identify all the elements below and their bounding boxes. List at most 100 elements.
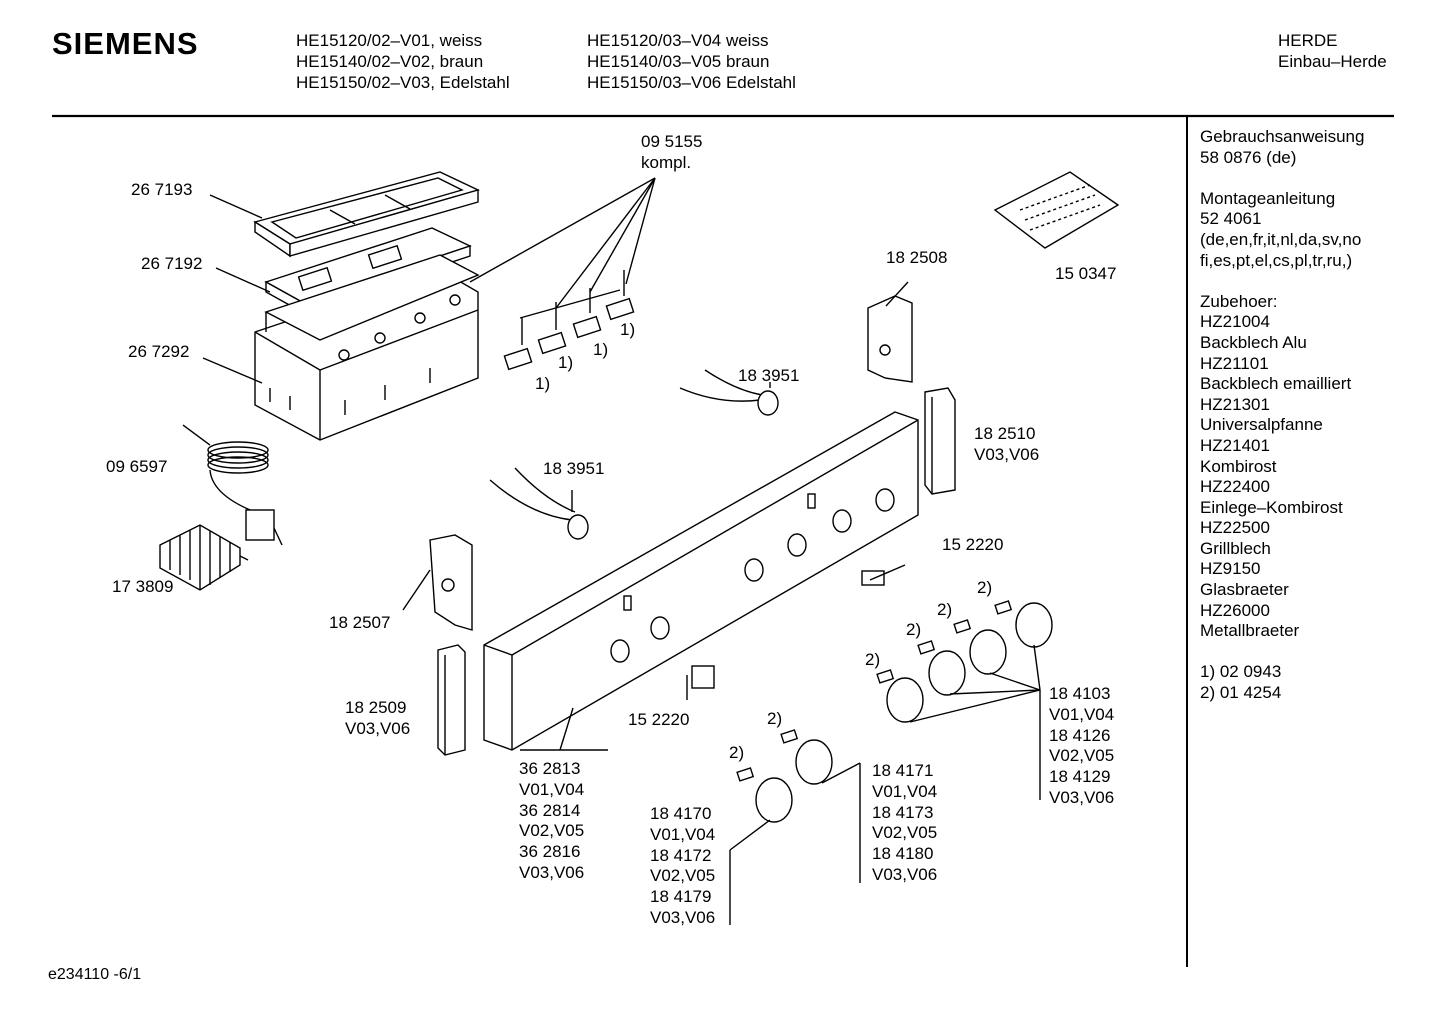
model-line: HE15140/03–V05 braun (587, 51, 770, 71)
label-182509: 18 2509 V03,V06 (345, 698, 410, 740)
model-list-right: HE15120/03–V04 weiss HE15140/03–V05 brau… (587, 31, 796, 93)
label-line: V02,V05 (1049, 746, 1115, 766)
label-line: 18 4180 (872, 844, 934, 864)
sidebar-line: HZ22500 (1200, 518, 1270, 538)
footnote-2: 2) (729, 743, 745, 762)
screw-bag-150347 (993, 171, 1120, 249)
sidebar-line: HZ21301 (1200, 394, 1270, 414)
label-line: 18 4103 (1049, 684, 1111, 703)
bracket-182508 (867, 281, 913, 383)
label-line: 09 5155 (641, 132, 703, 151)
sidebar-line: HZ21101 (1200, 353, 1269, 373)
label-267193: 26 7193 (131, 180, 193, 199)
sidebar-line: 1) 02 0943 (1200, 662, 1282, 682)
label-184171: 18 4171 V01,V04 18 4173 V02,V05 18 4180 … (872, 761, 937, 886)
footnote-2: 2) (906, 620, 922, 639)
knob-group-184170 (729, 767, 793, 925)
pilot-switches (503, 270, 635, 371)
siemens-logo: SIEMENS (52, 26, 199, 61)
model-line: HE15150/02–V03, Edelstahl (296, 72, 510, 92)
label-line: V01,V04 (650, 824, 716, 844)
knob-group-184103 (876, 600, 1053, 800)
label-183951-upper: 18 3951 (738, 366, 800, 385)
label-150347: 15 0347 (1055, 264, 1117, 283)
sidebar-line: Gebrauchsanweisung (1200, 127, 1365, 146)
label-line: 18 4172 (650, 845, 712, 865)
label-line: 18 4179 (650, 887, 712, 907)
footnote-2: 2) (865, 650, 881, 669)
label-line: kompl. (641, 152, 692, 172)
label-line: V02,V05 (519, 821, 585, 841)
label-line: V03,V06 (519, 862, 585, 882)
drawing-code: e234110 -6/1 (48, 966, 142, 983)
sidebar-line: Grillblech (1200, 538, 1271, 558)
sidebar-line: HZ9150 (1200, 559, 1261, 579)
label-line: 36 2813 (519, 759, 581, 778)
sidebar-spacer (1200, 642, 1364, 663)
label-line: 36 2814 (519, 800, 581, 820)
sidebar-line: 52 4061 (1200, 209, 1262, 229)
label-184103: 18 4103 V01,V04 18 4126 V02,V05 18 4129 … (1049, 684, 1114, 809)
lamp-183951-upper (679, 369, 779, 416)
label-362813: 36 2813 V01,V04 36 2814 V02,V05 36 2816 … (519, 759, 584, 884)
frame-part-267193 (253, 171, 480, 258)
label-line: V02,V05 (650, 866, 716, 886)
sidebar-line: Kombirost (1200, 456, 1277, 476)
sidebar-line: Einlege–Kombirost (1200, 497, 1343, 517)
lamp-183951-lower (489, 467, 589, 540)
sidebar-line: 2) 01 4254 (1200, 683, 1282, 703)
label-line: 36 2816 (519, 842, 581, 862)
category-line: HERDE (1278, 31, 1338, 50)
sidebar-line: HZ21401 (1200, 435, 1270, 455)
label-line: V01,V04 (1049, 704, 1115, 724)
knob-group-184171 (780, 729, 861, 883)
label-line: 18 4170 (650, 804, 712, 823)
switch-block-267292 (254, 254, 480, 441)
sidebar-line: fi,es,pt,el,cs,pl,tr,ru,) (1200, 250, 1353, 270)
label-152220-left: 15 2220 (628, 710, 690, 729)
label-line: V03,V06 (974, 444, 1040, 464)
footnote-2: 2) (977, 578, 993, 597)
category-line: Einbau–Herde (1278, 51, 1387, 71)
label-182510: 18 2510 V03,V06 (974, 424, 1039, 466)
sidebar-line: Metallbraeter (1200, 621, 1300, 641)
footnote-1: 1) (558, 353, 574, 372)
side-trim-182510 (924, 387, 956, 495)
label-line: 18 2510 (974, 424, 1036, 443)
label-line: V03,V06 (1049, 787, 1115, 807)
label-line: V01,V04 (519, 779, 585, 799)
label-line: V03,V06 (650, 907, 716, 927)
footnote-1: 1) (535, 374, 551, 393)
model-line: HE15120/03–V04 weiss (587, 31, 769, 50)
sidebar-line: Glasbraeter (1200, 580, 1289, 600)
label-line: 18 4126 (1049, 725, 1111, 745)
bracket-182507 (402, 534, 473, 631)
label-183951-lower: 18 3951 (543, 459, 605, 478)
selector-switch-173809 (159, 524, 249, 591)
sidebar-line: HZ21004 (1200, 312, 1270, 332)
label-095155: 09 5155 kompl. (641, 132, 702, 174)
thermostat-096597 (182, 424, 283, 546)
label-line: V03,V06 (345, 718, 411, 738)
sidebar-line: Backblech emailliert (1200, 374, 1352, 394)
label-line: 18 2509 (345, 698, 407, 717)
model-line: HE15150/03–V06 Edelstahl (587, 72, 796, 92)
sidebar-line: HZ26000 (1200, 600, 1270, 620)
footnote-1: 1) (593, 340, 609, 359)
label-line: V02,V05 (872, 823, 938, 843)
label-182508: 18 2508 (886, 248, 948, 267)
sidebar-line: Universalpfanne (1200, 415, 1323, 435)
label-152220-right: 15 2220 (942, 535, 1004, 554)
control-panel-362813 (483, 411, 919, 751)
label-182507: 18 2507 (329, 613, 391, 632)
footnote-2: 2) (937, 600, 953, 619)
label-267192: 26 7192 (141, 254, 203, 273)
sidebar-spacer (1200, 271, 1364, 292)
label-267292: 26 7292 (128, 342, 190, 361)
label-line: V01,V04 (872, 781, 938, 801)
switch-152220-right (861, 564, 906, 586)
label-line: 18 4129 (1049, 767, 1111, 787)
model-line: HE15120/02–V01, weiss (296, 31, 483, 50)
